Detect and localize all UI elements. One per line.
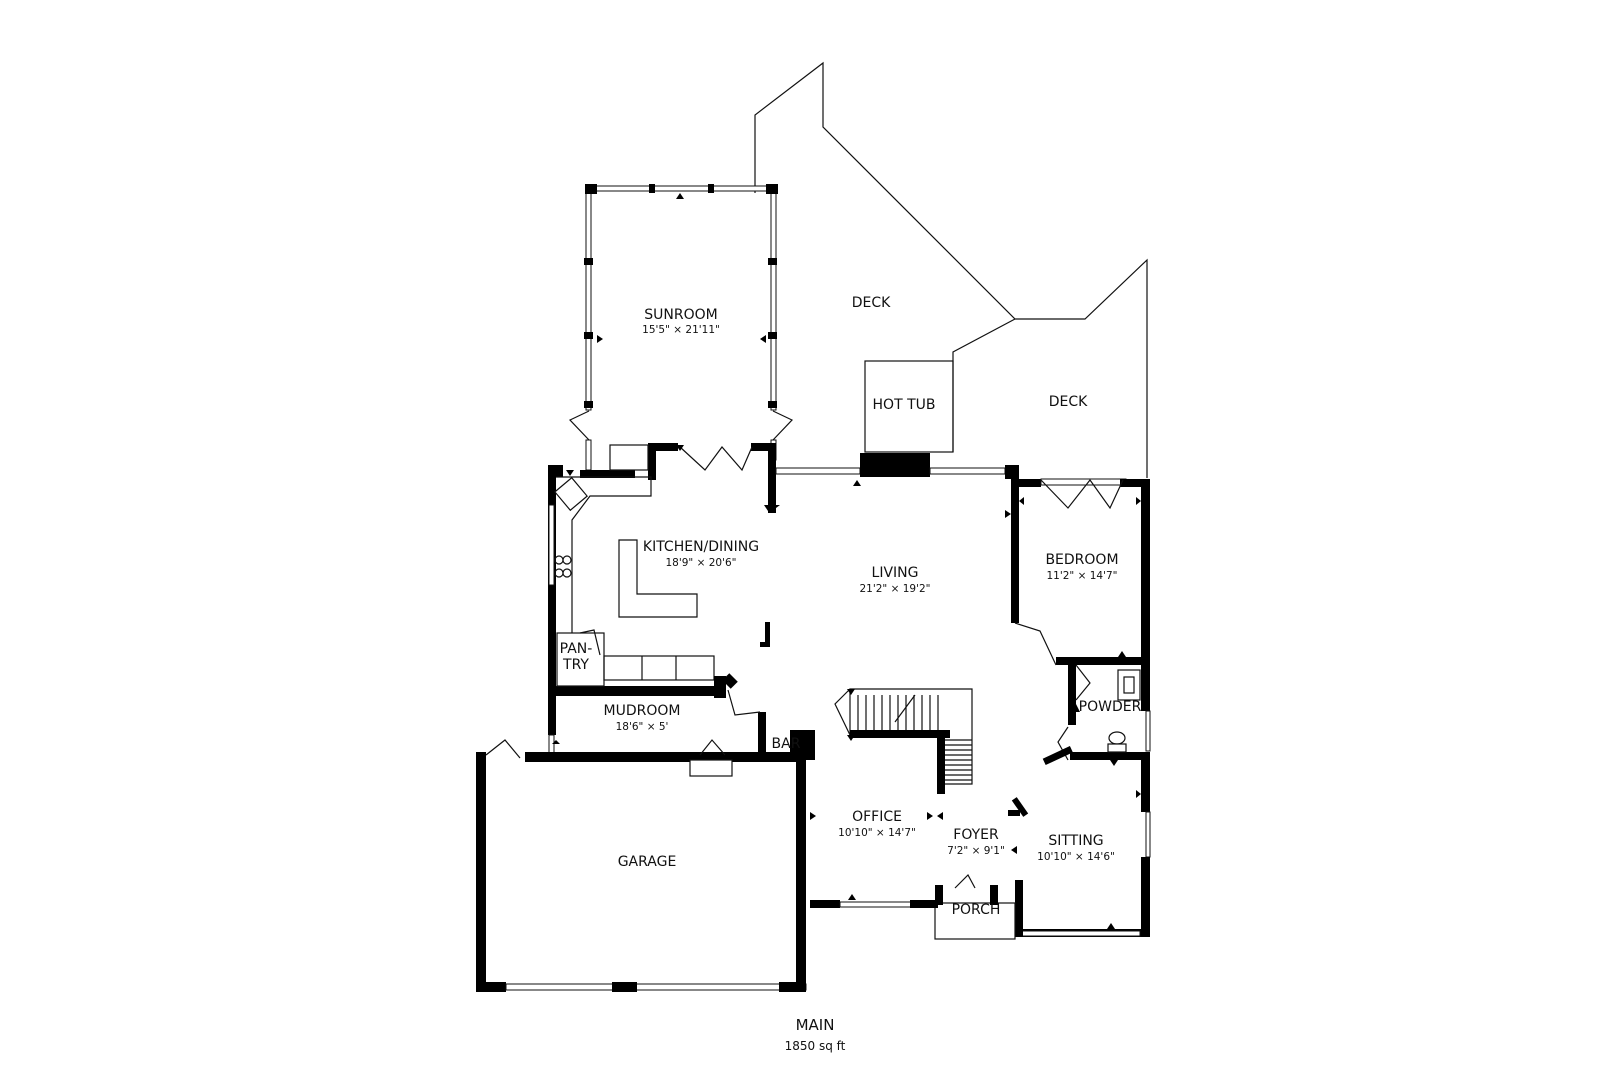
sunroom-dims: 15'5" × 21'11" — [642, 324, 720, 336]
powder-fixtures — [1107, 669, 1141, 753]
sitting-label: SITTING — [1048, 833, 1103, 849]
exterior-walls — [476, 443, 1151, 992]
deck-left-label: DECK — [852, 295, 891, 311]
floor-caption: MAIN 1850 sq ft — [785, 1016, 846, 1053]
kitchen-dining-label: KITCHEN/DINING — [643, 539, 759, 555]
interior-walls — [1008, 746, 1073, 817]
room-labels: SUNROOM 15'5" × 21'11" DECK DECK HOT TUB… — [560, 295, 1142, 918]
foyer-label: FOYER — [953, 827, 999, 843]
floor-name: MAIN — [796, 1016, 835, 1034]
bar-label: BAR — [772, 736, 801, 752]
stairs — [834, 688, 973, 794]
floor-area: 1850 sq ft — [785, 1039, 846, 1053]
hot-tub — [864, 360, 954, 453]
garage-label: GARAGE — [618, 854, 677, 870]
living-dims: 21'2" × 19'2" — [860, 583, 931, 595]
hot-tub-label: HOT TUB — [873, 397, 936, 413]
mudroom-dims: 18'6" × 5' — [616, 721, 669, 733]
deck-right-label: DECK — [1049, 394, 1088, 410]
kitchen-fixtures — [554, 444, 770, 698]
bedroom-label: BEDROOM — [1045, 552, 1118, 568]
bedroom-dims: 11'2" × 14'7" — [1047, 570, 1118, 582]
foyer-dims: 7'2" × 9'1" — [947, 845, 1005, 857]
deck-outline — [754, 61, 1148, 478]
office-label: OFFICE — [852, 809, 902, 825]
pantry-label-line2: TRY — [562, 657, 589, 673]
living-label: LIVING — [872, 565, 919, 581]
kitchen-dining-dims: 18'9" × 20'6" — [666, 557, 737, 569]
dimension-markers — [552, 193, 1141, 929]
sunroom-label: SUNROOM — [644, 307, 717, 323]
powder-label: POWDER — [1079, 699, 1142, 715]
pantry — [556, 629, 605, 687]
pantry-label-line1: PAN- — [560, 641, 593, 657]
sitting-dims: 10'10" × 14'6" — [1037, 851, 1115, 863]
office-dims: 10'10" × 14'7" — [838, 827, 916, 839]
porch-label: PORCH — [952, 902, 1001, 918]
mudroom-label: MUDROOM — [604, 703, 681, 719]
